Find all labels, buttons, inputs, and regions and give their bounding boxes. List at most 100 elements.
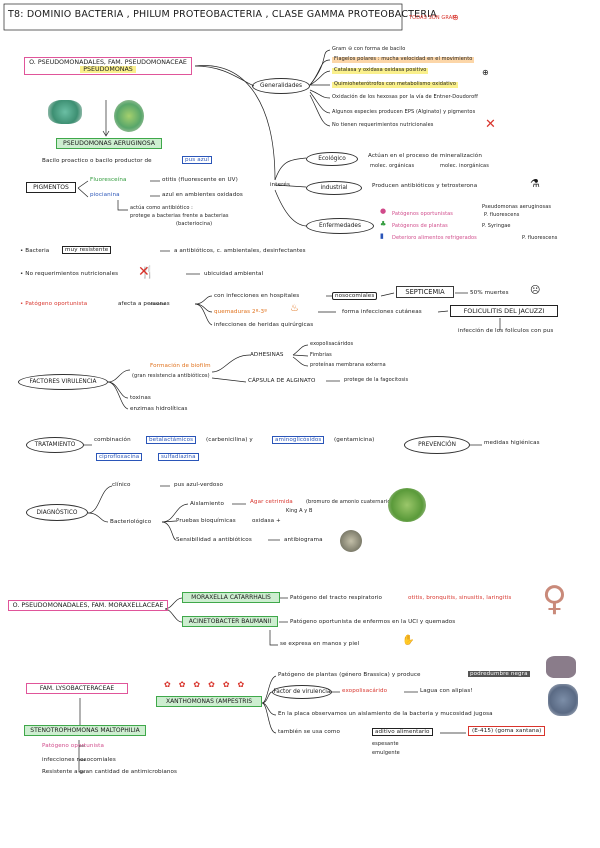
antibiogram-plate-image [340, 530, 362, 552]
infec-cutaneas-text: forma infecciones cutáneas [342, 309, 422, 315]
fire-icon: ♨ [290, 303, 299, 314]
emulgente-label: emulgente [372, 750, 400, 756]
capsula-desc: protege de la fagocitosis [344, 377, 409, 383]
enf-item-2: Patógenos de plantas [392, 223, 448, 229]
heridas-text: infecciones de heridas quirúrgicas [214, 322, 314, 328]
hospital-infections-text: con infecciones en hospitales [214, 293, 300, 299]
nosocomiales-box: nosocomiales [332, 292, 378, 301]
prevencion-text: medidas higiénicas [484, 440, 540, 446]
gen-item-5: Oxidación de los hexosas por la vía de E… [332, 94, 479, 100]
oportunista-bullet: • Patógeno oportunista [20, 301, 88, 307]
enzimas-label: enzimas hidrolíticas [130, 406, 188, 412]
prevencion-oval: PREVENCIÓN [404, 436, 470, 454]
factores-virulencia-oval: FACTORES VIRULENCIA [18, 374, 108, 390]
family-lysobacteraceae: FAM. LYSOBACTERACEAE [26, 683, 128, 694]
no-food-icon: 🍴 [140, 265, 155, 279]
trat-combinacion: combinación [94, 437, 131, 443]
piocianina-extra-3: (bacteriocina) [176, 221, 213, 227]
biofilm-note: (gran resistencia antibióticos) [132, 373, 210, 379]
species-aeruginosa: PSEUDOMONAS AERUGINOSA [56, 138, 162, 149]
enf-item-3b: P. fluorescens [522, 235, 558, 241]
lungs-body-icon: ♀ [542, 579, 567, 619]
xantho-text-4: también se usa como [278, 729, 341, 735]
capsula-label: CÁPSULA DE ALGINATO [248, 378, 316, 384]
plant-icon: ♣ [380, 220, 387, 228]
diag-pruebas: Pruebas bioquímicas [176, 518, 236, 524]
trat-aminoglicosidos: aminoglicósidos [272, 436, 325, 445]
resistente-box: muy resistente [62, 246, 112, 255]
adhesinas-label: ADHESINAS [250, 352, 284, 358]
enf-item-2b: P. Syringae [482, 223, 511, 229]
gen-item-6: Algunos especies producen EPS (Alginato)… [332, 109, 476, 115]
quemaduras-text: quemaduras 2º-3º [214, 309, 267, 315]
cetrimide-plate-image [388, 488, 426, 522]
moraxella-red-text: otitis, bronquitis, sinusitis, laringiti… [408, 595, 512, 601]
sept-mortality: 50% muertes [470, 290, 509, 296]
gen-item-1: Gram ⊖ con forma de bacilo [332, 46, 406, 52]
aditivo-alimentario: aditivo alimentario [372, 728, 433, 737]
genus-pseudomonas: PSEUDOMONAS [80, 66, 136, 73]
factory-icon: ⚗ [530, 177, 540, 190]
interes-label: interés [270, 182, 290, 188]
fluoresceina-label: Fluoresceína [90, 177, 127, 183]
steno-item-1: Patógeno oportunista [42, 743, 104, 749]
culture-plate-image [48, 100, 82, 124]
family-moraxellaceae: O. PSEUDOMONADALES, FAM. MORAXELLACEAE [8, 600, 168, 611]
no-nutrition-icon: ✕ [485, 117, 496, 132]
title-note: TODAS SON GRAM [409, 15, 457, 21]
industrial-text: Producen antibióticos y tetrosterona [372, 183, 478, 189]
xanthomonas-box: XANTHOMONAS (AMPESTRIS [156, 696, 262, 707]
diag-pruebas-b: oxidasa + [252, 518, 281, 524]
enf-item-3: Deterioro alimentos refrigerados [392, 235, 477, 241]
trat-gentamicina: (gentamicina) [334, 437, 375, 443]
gen-item-4: Quimioheterótrofos con metabolismo oxida… [332, 81, 459, 88]
espesante-label: espesante [372, 741, 399, 747]
afecta-text: afecta a personas [118, 301, 170, 307]
biofilm-label: Formación de biofilm [150, 363, 211, 369]
stenotrophomonas-box: STENOTROPHOMONAS MALTOPHILIA [24, 725, 146, 736]
acinetobacter-box: ACINETOBACTER BAUMANII [182, 616, 278, 627]
piocianina-label: piocianina [90, 192, 120, 198]
foliculitis-desc: infección de los folículos con pus [458, 328, 554, 334]
trat-carbenicilina: (carbenicilina) y [206, 437, 253, 443]
adh-item-2: Fimbrias [310, 352, 332, 358]
diag-antibiograma: antibiograma [284, 537, 323, 543]
person-icon: ● [380, 207, 387, 215]
diag-agar-note: (bromuro de amonio cuaternario) [306, 499, 393, 505]
trat-sulfadiazina: sulfadiazina [158, 453, 199, 462]
bacilo-bullet: • Bacteria [20, 248, 50, 254]
nutri-bullet-text: No requerimientos nutricionales [25, 271, 119, 277]
pus-line-text: Bacilo proactico o bacilo productor de [42, 158, 152, 164]
adh-item-1: exopolisacáridos [310, 341, 354, 347]
factor-exopolisacarido: exopolisacárido [342, 688, 388, 694]
diag-bacteriologico: Bacteriológico [110, 519, 152, 525]
piocianina-desc: azul en ambientes oxidados [162, 192, 243, 198]
podredumbre-label: podredumbre negra [468, 671, 530, 678]
cabbage-leaf-image [546, 656, 576, 678]
moraxella-text: Patógeno del tracto respiratorio [290, 595, 383, 601]
moraxella-box: MORAXELLA CATARRHALIS [182, 592, 280, 603]
plus-circle-icon: ⊕ [482, 68, 489, 77]
factor-lagua: Lagua con alipias! [420, 688, 473, 694]
diag-sensibilidad: Sensibilidad a antibióticos [176, 537, 252, 543]
ubicuidad-text: ubicuidad ambiental [204, 271, 264, 277]
acinetobacter-text: Patógeno oportunista de enfermos en la U… [290, 619, 456, 625]
goma-xantana-box: (E-415) (goma xantana) [468, 726, 546, 737]
factor-virulencia-oval: Factor de virulencia [272, 685, 332, 699]
ecologico-text: Actúan en el proceso de mineralización [368, 153, 482, 159]
foliculitis-box: FOLICULITIS DEL JACUZZI [450, 305, 558, 317]
septicemia-box: SEPTICEMIA [396, 286, 454, 298]
hand-icon: ✋ [402, 635, 415, 646]
sad-face-icon: ☹ [530, 285, 541, 296]
culture-plate-image-2 [114, 100, 144, 132]
piocianina-extra-2: protege a bacterias frente a bacterias [130, 213, 229, 219]
diag-aislamiento: Aislamiento [190, 501, 224, 507]
trat-ciprofloxacina: ciprofloxacina [96, 453, 143, 462]
enf-item-1: Patógenos oportunistas [392, 211, 454, 217]
diag-agar-cetrimida: Agar cetrimida [250, 499, 293, 505]
family-pseudomonaceae-label: O. PSEUDOMONADALES, FAM. PSEUDOMONACEAE [29, 59, 187, 66]
nutri-bullet: • No requerimientos nutricionales [20, 271, 119, 277]
trat-betalactamicos: betalactámicos [146, 436, 197, 445]
page-title: T8: DOMINIO BACTERIA , PHILUM PROTEOBACT… [8, 9, 437, 20]
